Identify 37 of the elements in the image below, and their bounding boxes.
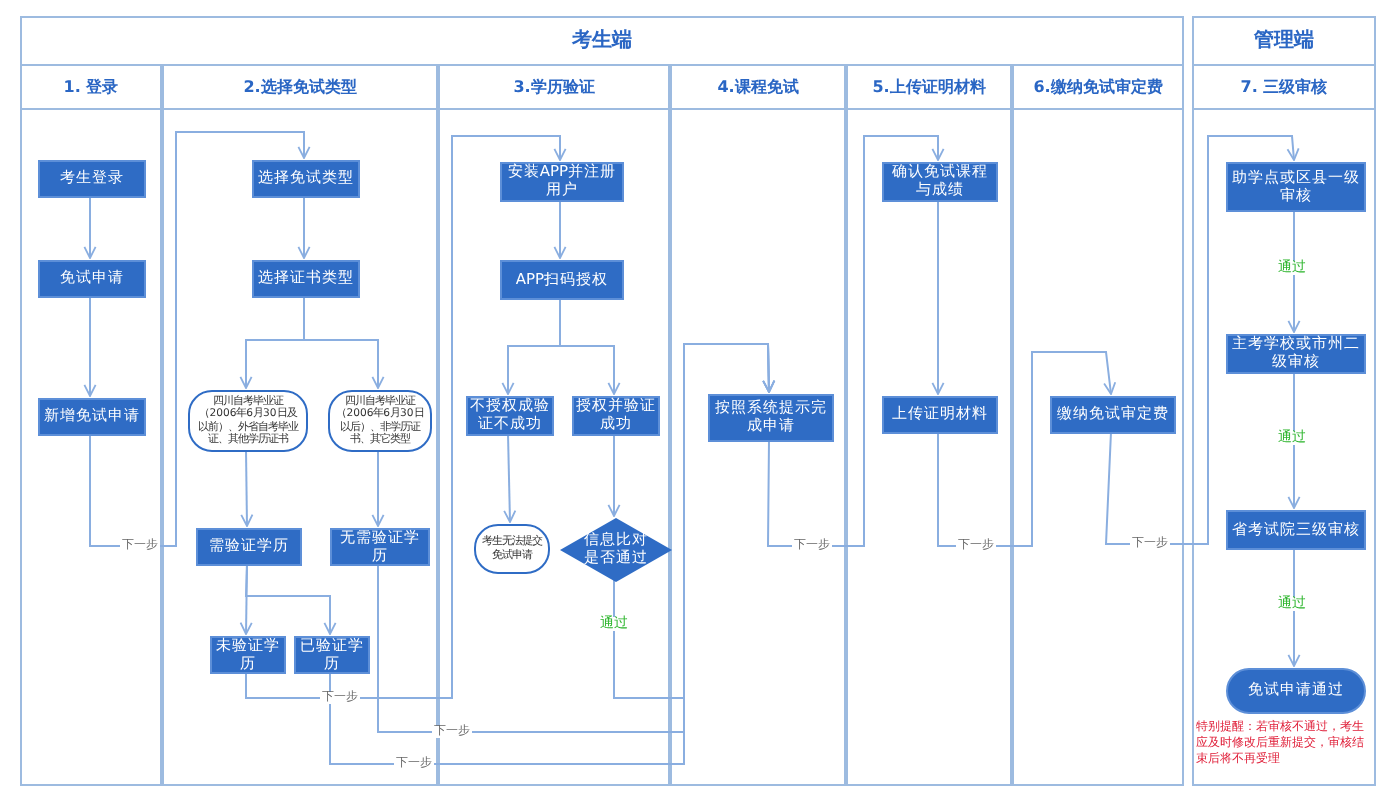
arrow — [297, 195, 311, 259]
lane-header: 4.课程免试 — [672, 66, 844, 110]
swimlane — [438, 64, 670, 786]
lane-header: 5.上传证明材料 — [848, 66, 1010, 110]
arrow — [931, 199, 945, 395]
swimlane — [670, 64, 846, 786]
swimlane — [846, 64, 1012, 786]
swimlane — [162, 64, 438, 786]
arrow — [244, 563, 337, 635]
arrow — [503, 433, 517, 523]
arrow — [553, 199, 567, 259]
arrow — [1287, 547, 1301, 667]
swimlane — [1012, 64, 1184, 786]
lane-header: 2.选择免试类型 — [164, 66, 436, 110]
arrow — [559, 297, 621, 395]
swimlane — [1192, 64, 1376, 786]
arrow — [767, 135, 945, 547]
arrow — [1287, 371, 1301, 509]
lane-header: 1. 登录 — [22, 66, 160, 110]
arrow — [89, 131, 311, 547]
lane-header: 6.缴纳免试审定费 — [1014, 66, 1182, 110]
arrow — [1104, 135, 1300, 545]
arrow — [245, 135, 567, 699]
arrow — [83, 195, 97, 259]
arrow — [83, 295, 97, 397]
header-band: 考生端 — [20, 16, 1184, 66]
lane-header: 7. 三级审核 — [1194, 66, 1374, 110]
arrow — [613, 343, 776, 699]
arrow — [371, 449, 385, 527]
arrow — [937, 351, 1117, 547]
lane-header: 3.学历验证 — [440, 66, 668, 110]
header-band: 管理端 — [1192, 16, 1376, 66]
arrow — [303, 295, 385, 389]
arrow — [607, 433, 621, 517]
swimlane — [20, 64, 162, 786]
arrow — [1287, 209, 1301, 333]
arrow — [240, 449, 254, 527]
